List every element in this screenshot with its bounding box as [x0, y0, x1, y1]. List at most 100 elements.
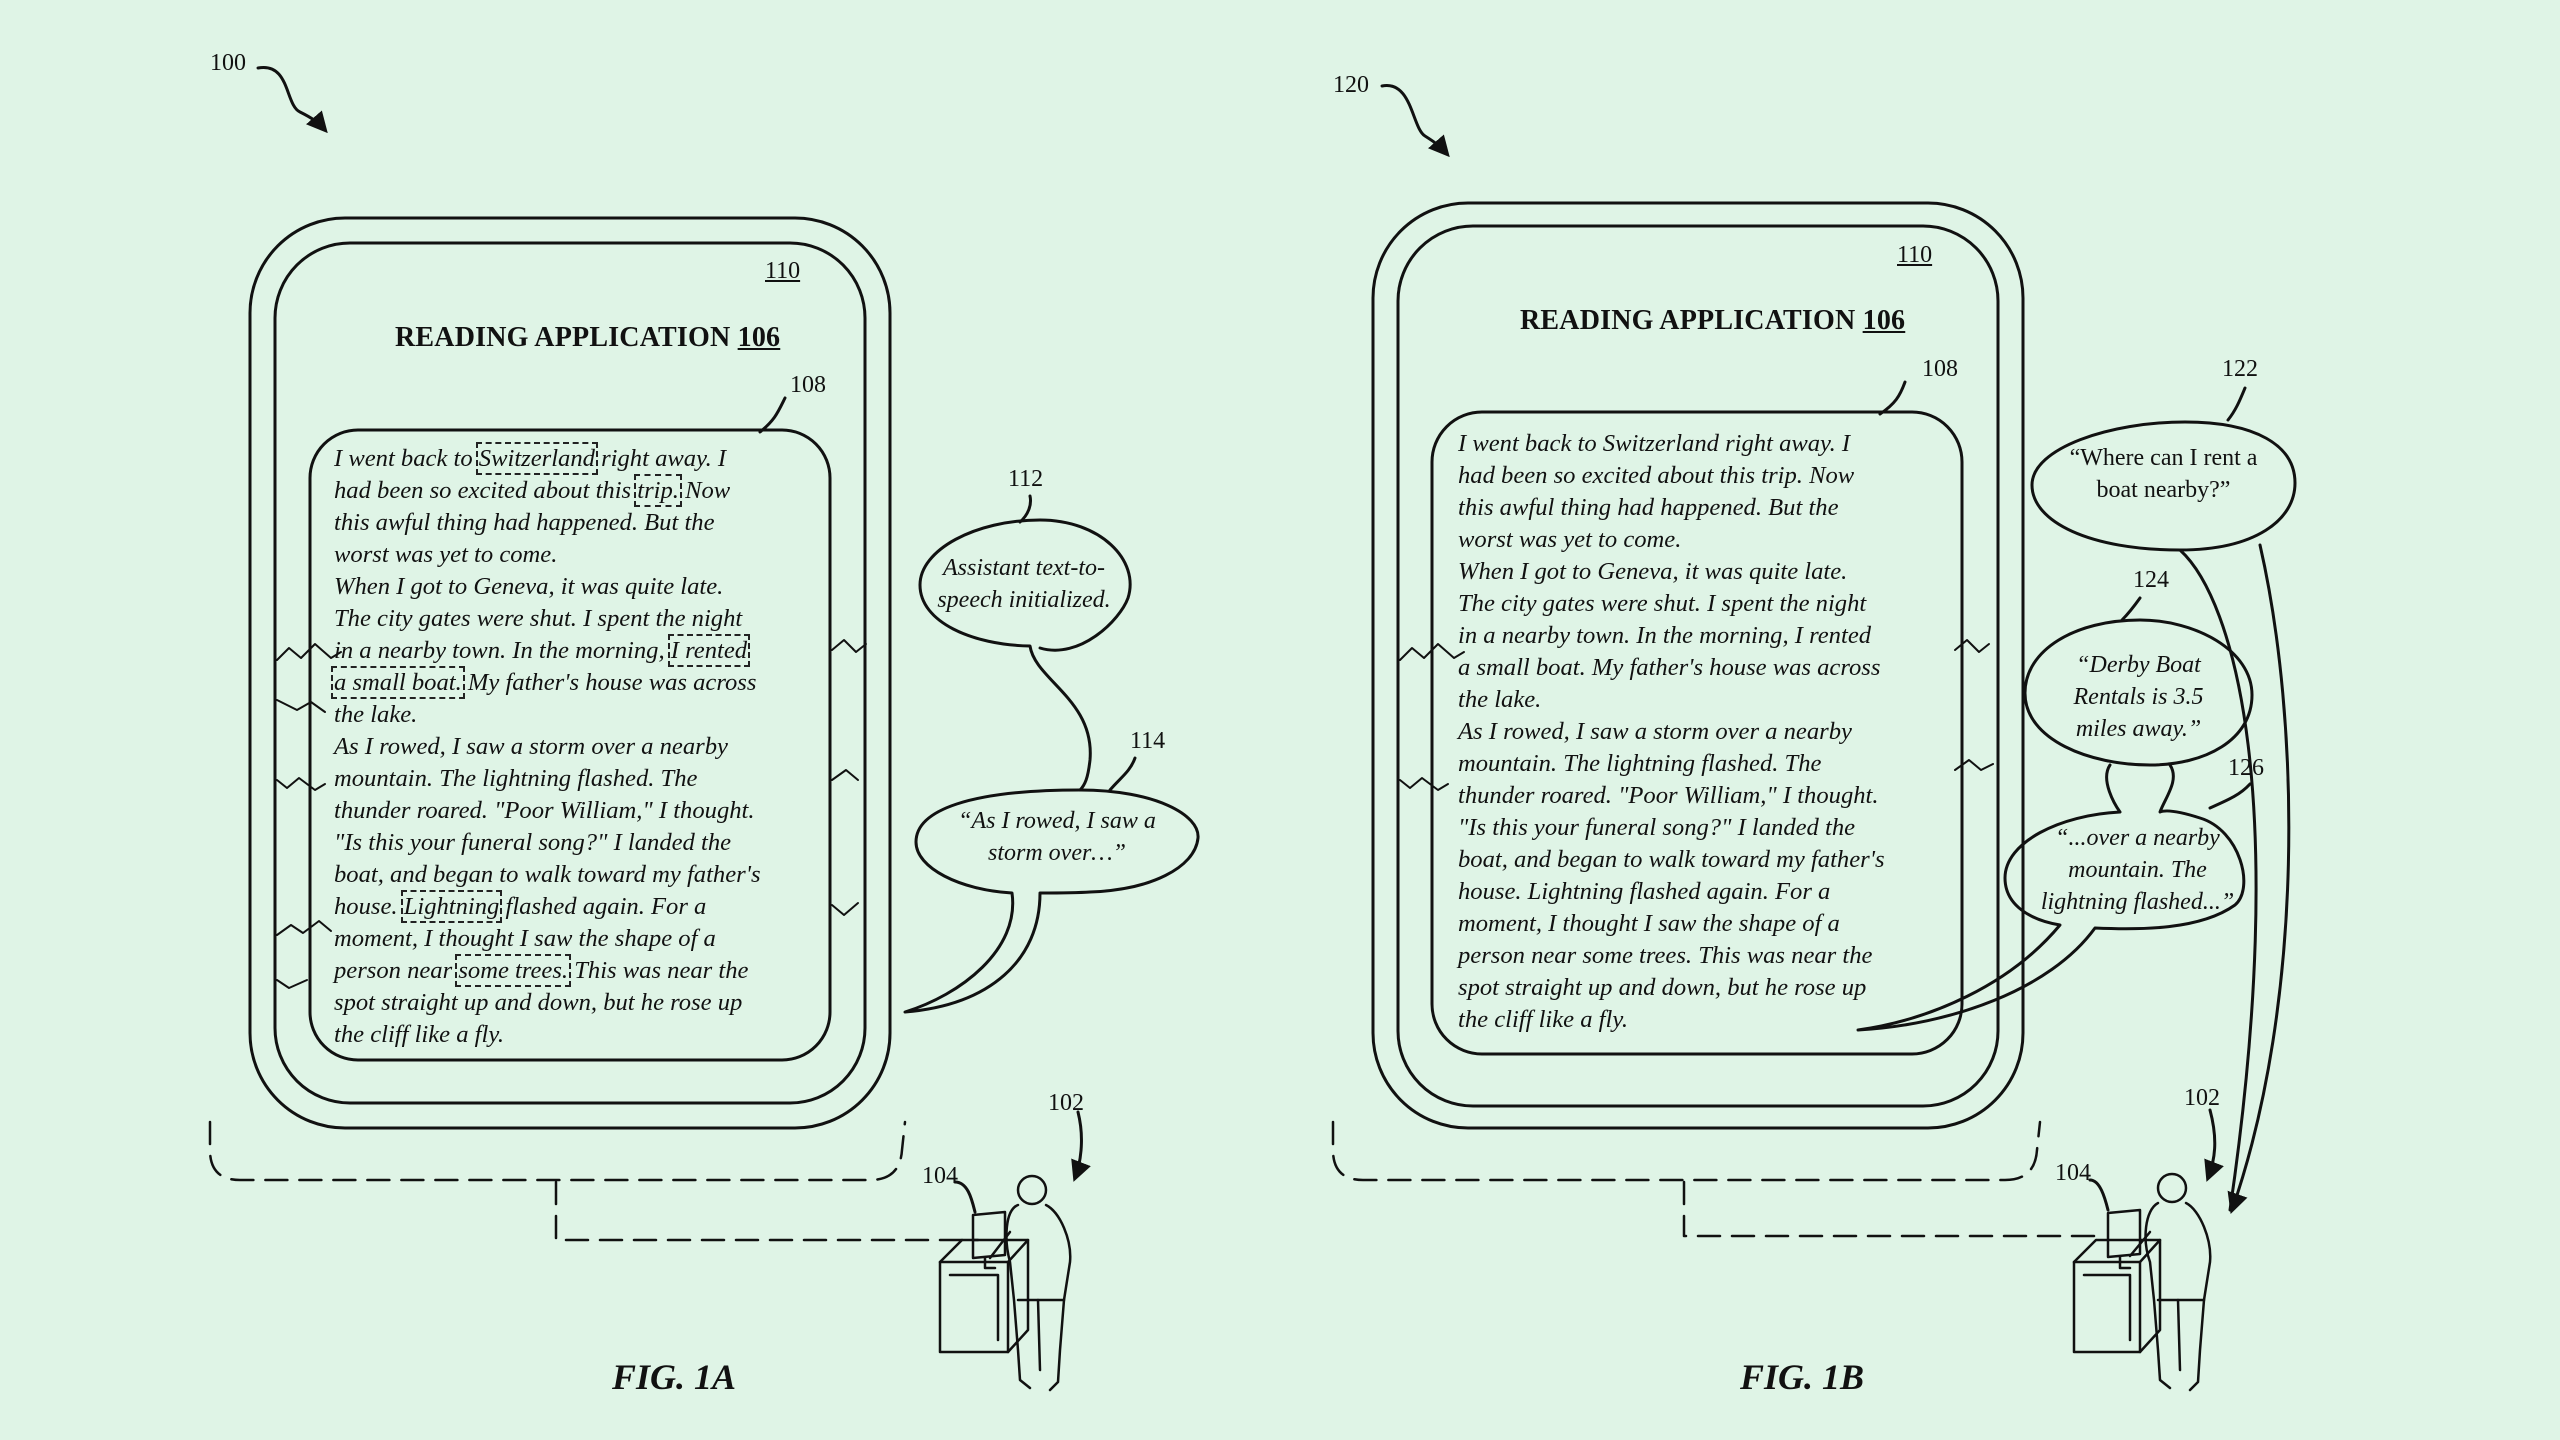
highlighted-keyword: trip. [634, 474, 682, 507]
figure-b-bubble-answer-leader [2120, 596, 2142, 622]
figure-a-caption: FIG. 1A [612, 1357, 737, 1397]
figure-b-user-ref: 102 [2184, 1085, 2220, 1111]
passage-text: the lake. [334, 701, 418, 728]
bubble-line: “...over a nearby [2055, 825, 2220, 851]
figure-b-app-ref: 106 [1862, 305, 1906, 336]
passage-text: As I rowed, I saw a storm over a nearby [334, 733, 728, 760]
passage-text: person near [334, 957, 459, 984]
figure-a-bubble-read-ref: 114 [1130, 728, 1166, 754]
highlighted-keyword: Switzerland [475, 442, 598, 475]
figure-b-region-leader [1878, 380, 1907, 416]
passage-text: "Is this your funeral song?" I landed th… [1458, 814, 1856, 841]
passage-line: boat, and began to walk toward my father… [1458, 844, 1885, 876]
bubble-line: “Derby Boat [2076, 652, 2201, 678]
figure-a-text-region-ref: 108 [790, 372, 826, 398]
figure-b-computer-leader [2088, 1178, 2110, 1212]
passage-line: house. Lightning flashed again. For a [1458, 876, 1885, 908]
figure-a-bubble-init-ref: 112 [1008, 466, 1044, 492]
passage-text: My father's house was across [461, 669, 757, 696]
passage-text: spot straight up and down, but he rose u… [334, 989, 743, 1016]
bubble-line: speech initialized. [937, 587, 1111, 613]
passage-text: person near some trees. This was near th… [1458, 942, 1873, 969]
passage-line: this awful thing had happened. But the [334, 507, 761, 539]
figure-a-region-leader [758, 396, 787, 434]
passage-text: mountain. The lightning flashed. The [1458, 750, 1822, 777]
figure-b-app-title-label: READING APPLICATION [1520, 305, 1856, 336]
figure-b-bubble-question-shape [2030, 420, 2297, 1214]
passage-line: As I rowed, I saw a storm over a nearby [1458, 716, 1885, 748]
figure-b-bubble-answer-text: “Derby Boat Rentals is 3.5 miles away.” [2025, 649, 2252, 745]
highlighted-keyword: Lightning [400, 890, 503, 923]
passage-line: had been so excited about this trip. Now [1458, 460, 1885, 492]
passage-text: The city gates were shut. I spent the ni… [1458, 590, 1867, 617]
passage-line: When I got to Geneva, it was quite late. [1458, 556, 1885, 588]
passage-line: spot straight up and down, but he rose u… [1458, 972, 1885, 1004]
highlighted-keyword: I rented [667, 634, 751, 667]
passage-line: had been so excited about this trip. Now [334, 474, 761, 507]
figure-b-bubble-resume-ref: 126 [2228, 755, 2264, 781]
bubble-line: Assistant text-to- [943, 555, 1105, 581]
passage-line: The city gates were shut. I spent the ni… [334, 603, 761, 635]
figure-b-app-title: READING APPLICATION 106 [1520, 305, 1905, 337]
passage-text: The city gates were shut. I spent the ni… [334, 605, 743, 632]
passage-text: in a nearby town. In the morning, I rent… [1458, 622, 1872, 649]
figure-b-bubble-answer-shape [2023, 618, 2254, 767]
passage-text: boat, and began to walk toward my father… [334, 861, 761, 888]
figure-a-connection-line [554, 1180, 980, 1242]
figure-a-reading-passage: I went back to Switzerland right away. I… [331, 442, 761, 1051]
figure-a-bubble-read-leader [1108, 756, 1137, 792]
passage-text: thunder roared. "Poor William," I though… [334, 797, 755, 824]
figure-a-leader-arrow [256, 66, 328, 134]
passage-text: in a nearby town. In the morning, [334, 637, 671, 664]
passage-text: When I got to Geneva, it was quite late. [1458, 558, 1848, 585]
figure-a-background-scenery [276, 639, 867, 989]
passage-line: worst was yet to come. [334, 539, 761, 571]
figure-a-bubble-init-leader [1018, 494, 1032, 524]
passage-line: moment, I thought I saw the shape of a [334, 923, 761, 955]
passage-line: the cliff like a fly. [1458, 1004, 1885, 1036]
figure-a-app-title: READING APPLICATION 106 [395, 322, 780, 354]
passage-text: this awful thing had happened. But the [334, 509, 715, 536]
passage-line: person near some trees. This was near th… [1458, 940, 1885, 972]
bubble-line: Rentals is 3.5 [2073, 684, 2204, 710]
passage-line: thunder roared. "Poor William," I though… [334, 795, 761, 827]
passage-line: the lake. [1458, 684, 1885, 716]
passage-text: When I got to Geneva, it was quite late. [334, 573, 724, 600]
passage-line: a small boat. My father's house was acro… [1458, 652, 1885, 684]
passage-line: I went back to Switzerland right away. I [1458, 428, 1885, 460]
passage-line: I went back to Switzerland right away. I [334, 442, 761, 475]
figure-a-app-title-label: READING APPLICATION [395, 322, 731, 353]
passage-text: moment, I thought I saw the shape of a [1458, 910, 1840, 937]
passage-text: As I rowed, I saw a storm over a nearby [1458, 718, 1852, 745]
figure-b-device-ref: 110 [1897, 242, 1933, 268]
passage-line: this awful thing had happened. But the [1458, 492, 1885, 524]
passage-line: a small boat. My father's house was acro… [331, 666, 761, 699]
passage-text: house. [334, 893, 404, 920]
passage-line: mountain. The lightning flashed. The [1458, 748, 1885, 780]
figure-b-user-figure [2072, 1172, 2212, 1392]
passage-text: worst was yet to come. [1458, 526, 1682, 553]
passage-line: worst was yet to come. [1458, 524, 1885, 556]
figure-a-device-brace [208, 1120, 907, 1182]
passage-text: flashed again. For a [499, 893, 707, 920]
passage-text: right away. I [594, 445, 727, 472]
figure-a-user-ref: 102 [1048, 1090, 1084, 1116]
passage-text: boat, and began to walk toward my father… [1458, 846, 1885, 873]
figure-b-reference-numeral: 120 [1333, 72, 1369, 98]
figure-b-bubble-question-leader [2226, 386, 2247, 422]
figure-b-device-brace [1331, 1120, 2042, 1182]
passage-text: moment, I thought I saw the shape of a [334, 925, 716, 952]
figure-b-bubble-question-text: “Where can I rent a boat nearby?” [2032, 442, 2295, 506]
passage-text: house. Lightning flashed again. For a [1458, 878, 1831, 905]
passage-line: in a nearby town. In the morning, I rent… [1458, 620, 1885, 652]
passage-text: "Is this your funeral song?" I landed th… [334, 829, 732, 856]
passage-line: moment, I thought I saw the shape of a [1458, 908, 1885, 940]
figure-a-user-arrow [1071, 1110, 1091, 1182]
figure-b-bubble-resume-shape [1856, 763, 2246, 1032]
passage-line: "Is this your funeral song?" I landed th… [334, 827, 761, 859]
passage-text: had been so excited about this [334, 477, 638, 504]
bubble-line: lightning flashed...” [2040, 889, 2235, 915]
passage-text: I went back to Switzerland right away. I [1458, 430, 1851, 457]
